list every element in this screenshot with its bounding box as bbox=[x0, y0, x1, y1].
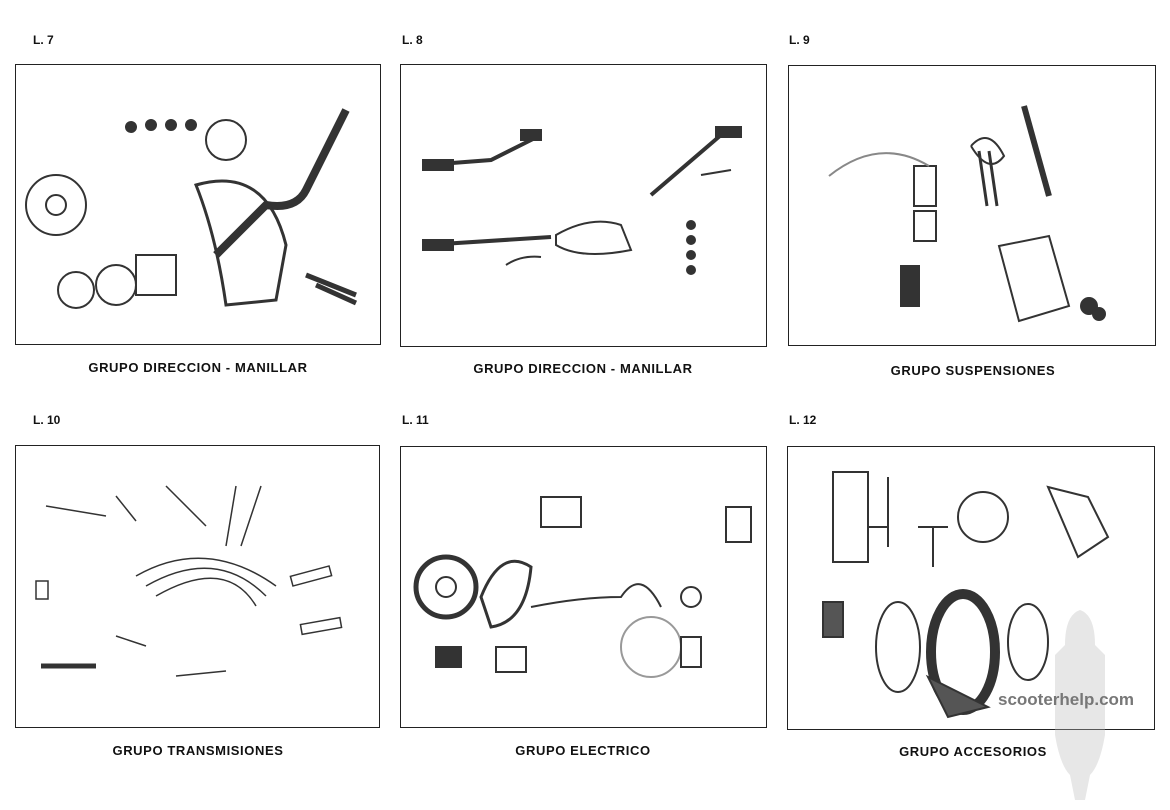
plate-label: L. 12 bbox=[789, 413, 817, 427]
plate-label: L. 8 bbox=[402, 33, 423, 47]
plate-caption: GRUPO SUSPENSIONES bbox=[890, 363, 1056, 378]
watermark: scooterhelp.com bbox=[998, 690, 1135, 709]
plate-label: L. 11 bbox=[402, 413, 429, 427]
diagram-suspension bbox=[788, 65, 1156, 346]
plate-caption: GRUPO ACCESORIOS bbox=[899, 744, 1047, 759]
plate-label: L. 10 bbox=[33, 413, 61, 427]
scooter-watermark-icon bbox=[1055, 610, 1105, 800]
diagram-transmission bbox=[15, 445, 380, 728]
plate-caption: GRUPO DIRECCION - MANILLAR bbox=[473, 361, 693, 376]
diagram-accessories bbox=[787, 446, 1155, 730]
plate-caption: GRUPO ELECTRICO bbox=[515, 743, 651, 758]
diagram-electrical bbox=[400, 446, 767, 728]
plate-label: L. 9 bbox=[789, 33, 810, 47]
plate-caption: GRUPO DIRECCION - MANILLAR bbox=[88, 360, 308, 375]
diagram-handlebar bbox=[400, 64, 767, 347]
plate-caption: GRUPO TRANSMISIONES bbox=[112, 743, 284, 758]
diagram-steering bbox=[15, 64, 381, 345]
plate-label: L. 7 bbox=[33, 33, 54, 47]
